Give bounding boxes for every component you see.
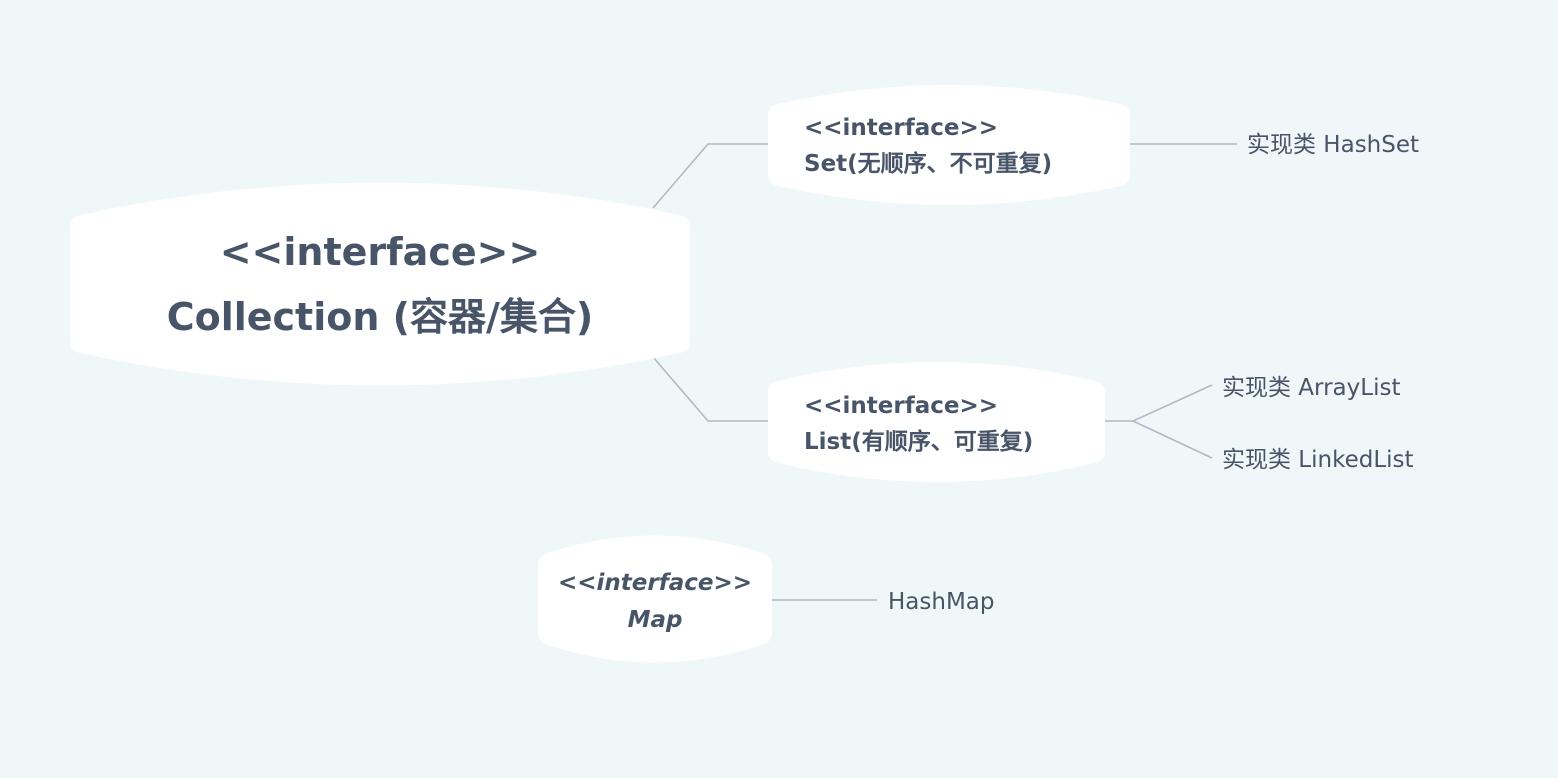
node-collection[interactable]: <<interface>> Collection (容器/集合)	[70, 182, 690, 386]
node-set[interactable]: <<interface>> Set(无顺序、不可重复)	[768, 85, 1130, 205]
set-title: Set(无顺序、不可重复)	[804, 150, 1052, 177]
map-title: Map	[628, 607, 683, 633]
hashset-node[interactable]: 实现类 HashSet	[1247, 132, 1419, 158]
set-stereotype: <<interface>>	[804, 115, 998, 141]
list-stereotype: <<interface>>	[804, 393, 998, 419]
node-list[interactable]: <<interface>> List(有顺序、可重复)	[768, 362, 1105, 482]
arraylist-node[interactable]: 实现类 ArrayList	[1222, 375, 1400, 401]
collection-title: Collection (容器/集合)	[167, 295, 594, 339]
list-title: List(有顺序、可重复)	[804, 428, 1033, 455]
collection-stereotype: <<interface>>	[220, 230, 541, 274]
edge-list-arraylist	[1105, 384, 1213, 422]
edges	[652, 143, 1237, 601]
edge-collection-list	[652, 356, 768, 422]
edge-collection-set	[652, 143, 768, 209]
map-stereotype: <<interface>>	[558, 570, 752, 596]
edge-list-linkedlist	[1132, 420, 1213, 459]
node-map[interactable]: <<interface>> Map	[538, 535, 772, 663]
linkedlist-node[interactable]: 实现类 LinkedList	[1222, 447, 1414, 473]
hashmap-node[interactable]: HashMap	[888, 589, 995, 615]
